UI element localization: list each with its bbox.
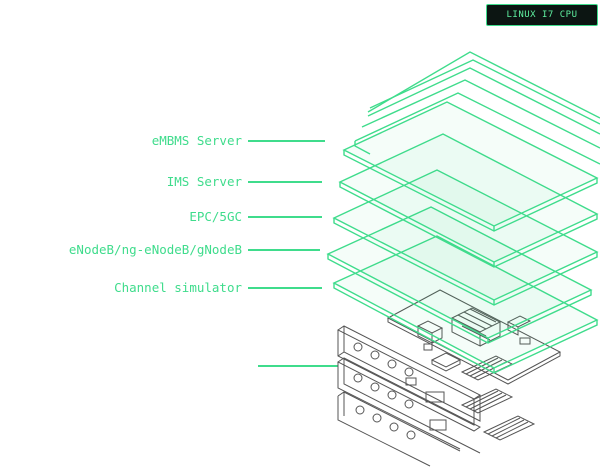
layer-label-enodeb: eNodeB/ng-eNodeB/gNodeB <box>68 242 242 257</box>
layer-plate-embms <box>342 51 600 232</box>
layer-plate-ims <box>338 133 599 268</box>
port-connectors <box>353 342 416 440</box>
platform-badge: LINUX I7 CPU <box>486 4 598 26</box>
small-components <box>405 337 531 431</box>
layer-plate-epc <box>332 169 599 306</box>
layer-plate-enodeb <box>326 206 593 344</box>
layer-label-channel-sim: Channel simulator <box>114 280 242 295</box>
connector-lines <box>248 140 338 367</box>
hardware-boards <box>337 289 562 467</box>
chip <box>430 352 462 372</box>
software-layers <box>326 51 600 374</box>
pcie-card-3 <box>337 391 461 467</box>
layer-label-embms: eMBMS Server <box>151 133 242 148</box>
layer-plate-channel-sim <box>332 235 599 374</box>
layer-label-epc: EPC/5GC <box>189 209 242 224</box>
layer-label-ims: IMS Server <box>166 174 242 189</box>
